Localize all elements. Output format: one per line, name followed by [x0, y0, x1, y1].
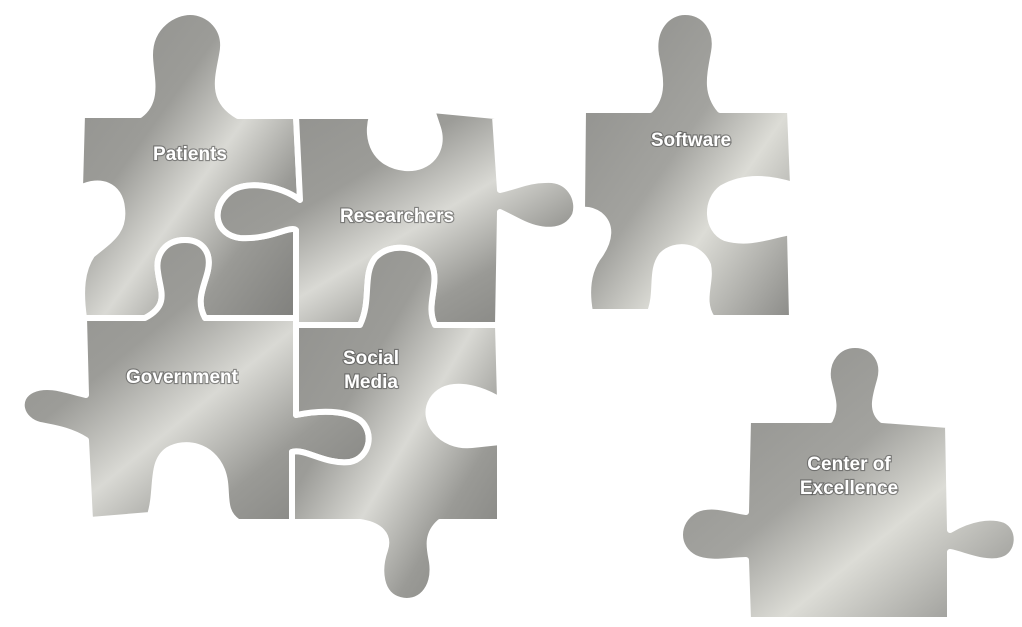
puzzle-piece-software: Software [579, 9, 796, 321]
piece-label-line: Researchers [340, 206, 454, 227]
piece-label-line: Government [126, 367, 239, 388]
piece-label-line: Social [343, 348, 399, 369]
piece-label-government: Government [126, 367, 239, 388]
piece-label-software: Software [651, 130, 731, 151]
piece-label-line: Center of [807, 454, 891, 475]
puzzle-piece-center-of-excellence: Center of Excellence [677, 342, 1020, 623]
piece-label-line: Software [651, 130, 731, 151]
piece-label-center-of-excellence: Center of Excellence [800, 454, 898, 499]
puzzle-piece-patients: Patients [77, 9, 303, 321]
piece-label-line: Media [344, 372, 398, 393]
piece-label-line: Excellence [800, 478, 898, 499]
puzzle-piece-researchers: Researchers [214, 107, 580, 328]
piece-label-researchers: Researchers [340, 206, 454, 227]
piece-label-line: Patients [153, 144, 227, 165]
piece-label-patients: Patients [153, 144, 227, 165]
